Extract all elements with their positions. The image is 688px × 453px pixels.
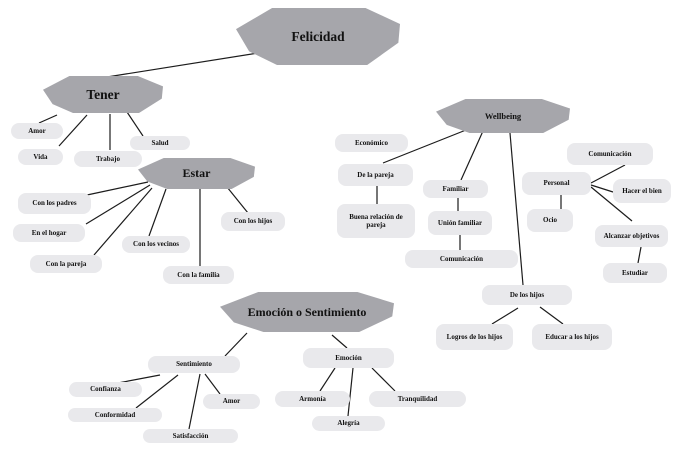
edge-estar-con-los-hijos: [226, 186, 249, 214]
node-con-la-familia: Con la familia: [163, 266, 234, 284]
edge-emocion-o-sentimiento-emocion: [331, 334, 348, 349]
node-wellbeing: Wellbeing: [436, 99, 570, 133]
edge-personal-alcanzar-objetivos: [590, 186, 633, 222]
node-ocio: Ocio: [527, 209, 573, 232]
node-logros-de-los-hijos: Logros de los hijos: [436, 324, 513, 350]
edge-wellbeing-de-la-pareja: [382, 129, 467, 164]
node-educar-a-los-hijos: Educar a los hijos: [532, 324, 612, 350]
edge-sentimiento-confianza: [117, 374, 161, 384]
node-con-los-padres: Con los padres: [18, 193, 91, 214]
node-comunicacion-familiar: Comunicación: [405, 250, 518, 268]
node-emocion: Emoción: [303, 348, 394, 368]
node-tranquilidad: Tranquilidad: [369, 391, 466, 407]
edge-wellbeing-de-los-hijos: [509, 132, 524, 286]
node-con-los-vecinos: Con los vecinos: [122, 236, 190, 253]
edge-emocion-alegria: [347, 367, 354, 417]
edge-estar-en-el-hogar: [85, 184, 151, 225]
node-salud: Salud: [130, 136, 190, 150]
node-union-familiar: Unión familiar: [428, 211, 492, 235]
edge-sentimiento-amor: [204, 373, 221, 395]
edge-de-los-hijos-logros: [491, 307, 519, 325]
edge-sentimiento-conformidad: [135, 374, 179, 409]
node-sentimiento: Sentimiento: [148, 356, 240, 373]
edge-estar-con-los-vecinos: [148, 188, 167, 237]
node-armonia: Armonía: [275, 391, 350, 407]
node-alcanzar-objetivos: Alcanzar objetivos: [595, 225, 668, 247]
edge-emocion-o-sentimiento-sentimiento: [224, 332, 248, 357]
node-trabajo: Trabajo: [74, 151, 142, 167]
node-tener: Tener: [43, 76, 163, 113]
edge-emocion-armonia: [319, 367, 336, 392]
node-buena-relacion-de-pareja: Buena relación de pareja: [337, 204, 415, 238]
edge-tener-amor: [38, 114, 58, 124]
node-con-la-pareja: Con la pareja: [30, 255, 102, 273]
node-alegria: Alegría: [312, 416, 385, 431]
edge-personal-comunicacion: [590, 164, 626, 184]
edge-emocion-tranquilidad: [371, 367, 396, 392]
node-con-los-hijos: Con los hijos: [221, 212, 285, 231]
node-vida: Vida: [18, 149, 63, 165]
edge-alcanzar-objetivos-estudiar: [637, 246, 642, 264]
edge-wellbeing-familiar: [460, 130, 484, 181]
node-personal: Personal: [522, 172, 591, 195]
node-amor: Amor: [11, 123, 63, 139]
edge-estar-con-la-pareja: [93, 187, 153, 256]
node-economico: Económico: [335, 134, 408, 152]
edge-de-los-hijos-educar: [539, 306, 564, 325]
edge-sentimiento-satisfaccion: [188, 373, 201, 430]
node-estudiar: Estudiar: [603, 263, 667, 283]
node-conformidad: Conformidad: [68, 408, 162, 422]
edge-tener-salud: [126, 111, 144, 137]
edge-estar-con-los-padres: [86, 181, 149, 196]
node-en-el-hogar: En el hogar: [13, 224, 85, 242]
node-hacer-el-bien: Hacer el bien: [613, 179, 671, 203]
edge-personal-hacer-el-bien: [590, 184, 614, 193]
node-felicidad: Felicidad: [236, 8, 400, 65]
node-emocion-o-sentimiento: Emoción o Sentimiento: [220, 292, 394, 332]
node-confianza: Confianza: [69, 382, 142, 397]
node-estar: Estar: [138, 158, 255, 189]
edge-tener-vida: [58, 114, 88, 147]
edge-felicidad-tener: [106, 52, 259, 78]
node-satisfaccion: Satisfacción: [143, 429, 238, 443]
node-comunicacion-personal: Comunicación: [567, 143, 653, 165]
node-familiar: Familiar: [423, 180, 488, 198]
node-de-la-pareja: De la pareja: [338, 164, 413, 186]
node-de-los-hijos: De los hijos: [482, 285, 572, 305]
node-amor-sentimiento: Amor: [203, 394, 260, 409]
